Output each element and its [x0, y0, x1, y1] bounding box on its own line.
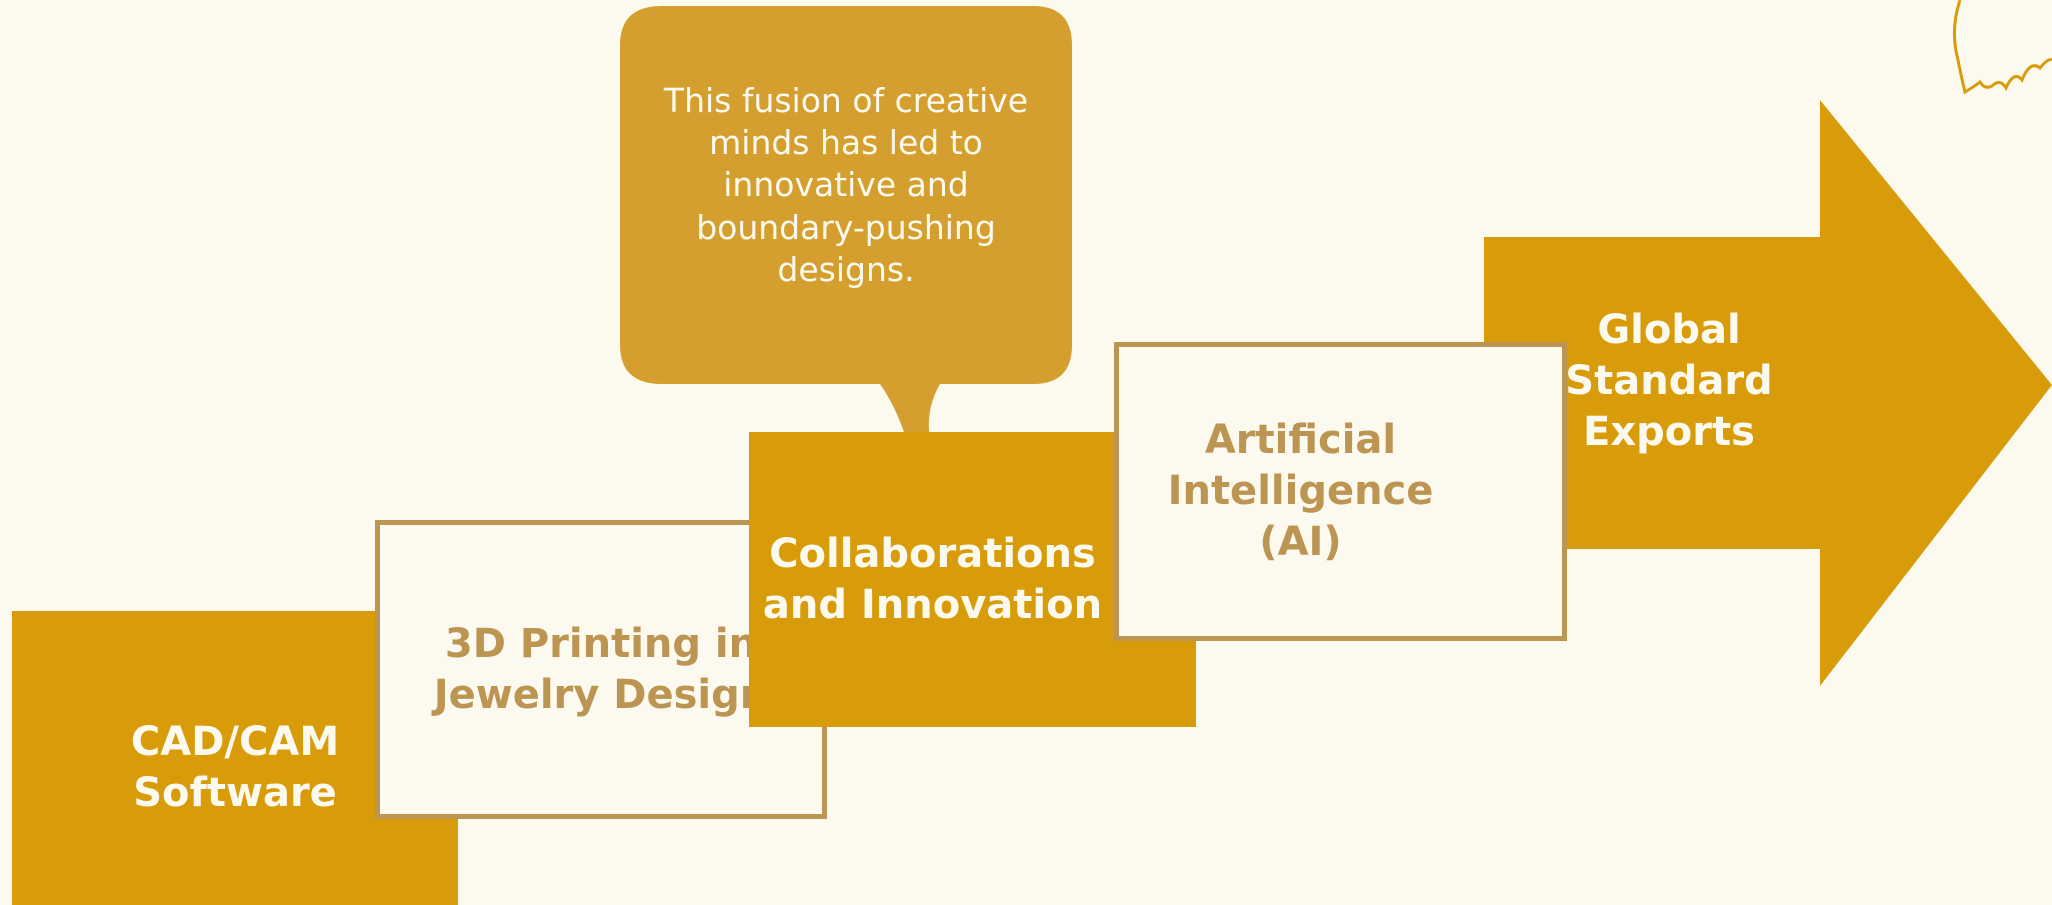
step-ai-label: Artificial Intelligence (AI) [1167, 417, 1434, 565]
callout-text: This fusion of creative minds has led to… [663, 81, 1029, 289]
step-global-exports-label: Global Standard Exports [1565, 307, 1773, 455]
ornament-decoration [1953, 0, 2052, 95]
step-collaborations-label: Collaborations and Innovation [762, 530, 1103, 628]
step-ai: Artificial Intelligence (AI) [1114, 342, 1567, 641]
step-cad-cam-label: CAD/CAM Software [130, 719, 340, 816]
step-global-exports: Global Standard Exports [1484, 237, 1884, 549]
callout-bubble: This fusion of creative minds has led to… [620, 6, 1072, 384]
step-3d-printing-label: 3D Printing in Jewelry Design [433, 620, 769, 718]
